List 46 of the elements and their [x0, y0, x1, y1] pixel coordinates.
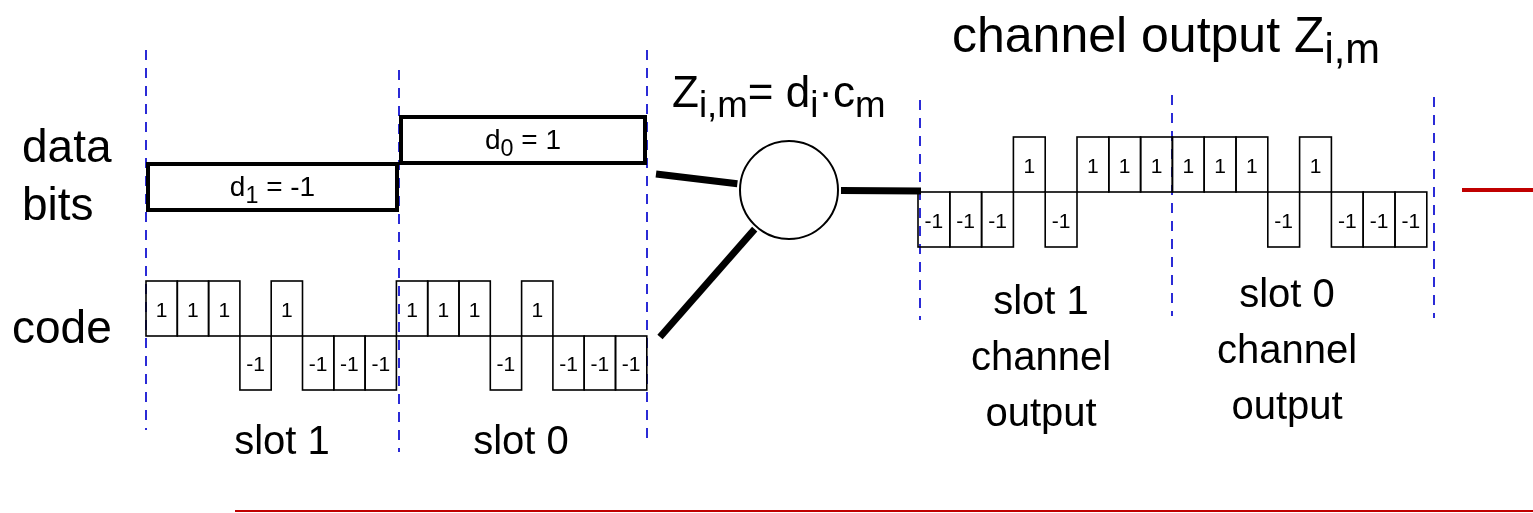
- connector-line: [657, 226, 758, 340]
- chip-value: 1: [1086, 154, 1100, 176]
- chip-value: 1: [1022, 154, 1037, 176]
- chip-value: -1: [307, 353, 329, 374]
- connector-line: [655, 170, 738, 188]
- chip-value: 1: [280, 298, 294, 320]
- chip-value: -1: [339, 353, 360, 374]
- chip-value: 1: [530, 298, 545, 320]
- chip-value: 1: [1117, 154, 1132, 176]
- chip-value: 1: [1213, 154, 1227, 176]
- chip-value: -1: [1368, 209, 1390, 231]
- data-bit-box: d$_{1}$ = -1: [146, 162, 399, 212]
- heading: channel output Z$_{i,m}$: [952, 8, 1381, 72]
- chip-value: -1: [495, 353, 517, 374]
- chip-value: -1: [245, 353, 266, 374]
- chip-value: -1: [923, 209, 945, 231]
- chip-value: -1: [558, 353, 579, 374]
- slot-label: slot 0: [472, 418, 570, 462]
- multiplier-circle: [739, 140, 839, 240]
- chip-value: 1: [405, 298, 419, 320]
- chip-value: 1: [1245, 154, 1259, 176]
- chip-value: -1: [620, 353, 642, 374]
- chip-value: 1: [436, 298, 451, 320]
- row-label: code: [12, 302, 112, 353]
- chip-value: -1: [955, 209, 977, 231]
- chip-value: 1: [1181, 154, 1196, 176]
- chip-value: -1: [589, 353, 611, 374]
- formula-label: Z$_{i,m}$= d$_{i}$·c$_{m}$: [672, 68, 886, 126]
- row-label: data bits: [22, 119, 113, 232]
- chip-value: -1: [1400, 209, 1422, 231]
- slot-label: slot 1: [233, 418, 331, 462]
- chip-value: 1: [217, 298, 232, 320]
- chip-value: -1: [1050, 209, 1072, 231]
- chip-value: -1: [987, 209, 1008, 231]
- chip-value: 1: [467, 298, 482, 320]
- chip-value: -1: [1336, 209, 1358, 231]
- slot-label: slot 0 channel output: [1215, 270, 1359, 429]
- data-bit-box: d$_{0}$ = 1: [399, 115, 647, 165]
- chip-value: -1: [370, 353, 392, 374]
- chip-value: 1: [1308, 154, 1323, 176]
- connector-line: [840, 186, 922, 195]
- chip-value: 1: [186, 298, 200, 320]
- chip-value: -1: [1273, 209, 1295, 231]
- chip-value: 1: [154, 298, 169, 320]
- slot-label: slot 1 channel output: [969, 277, 1113, 436]
- chip-value: 1: [1149, 154, 1164, 176]
